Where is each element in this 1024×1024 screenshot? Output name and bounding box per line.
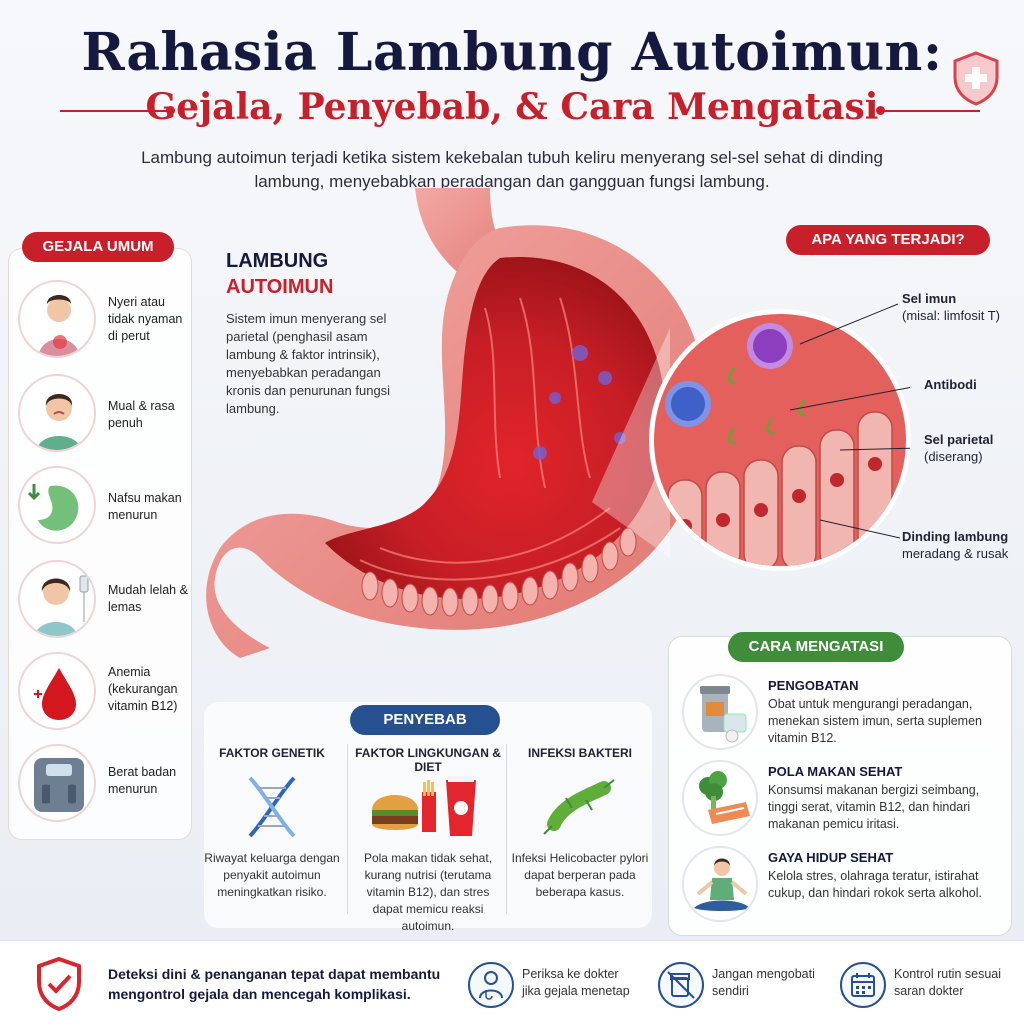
gejala-item: Mudah lelah & lemas	[18, 560, 188, 640]
doctor-icon	[468, 962, 514, 1008]
medicine-icon	[682, 674, 758, 750]
calendar-icon	[840, 962, 886, 1008]
label-sel-imun: Sel imun(misal: limfosit T)	[902, 291, 1000, 323]
dna-icon	[248, 776, 296, 838]
penyebab-divider	[347, 744, 348, 914]
gejala-item: Nyeri atau tidak nyaman di perut	[18, 280, 188, 360]
lambung-desc: Sistem imun menyerang sel parietal (peng…	[226, 311, 391, 416]
footer-item: Kontrol rutin sesuai saran dokter	[840, 962, 1020, 1010]
subtitle-line-left	[60, 110, 170, 112]
healthy-food-icon	[682, 760, 758, 836]
label-antibodi: Antibodi	[924, 377, 977, 392]
apa-heading: APA YANG TERJADI?	[786, 225, 990, 255]
check-shield-icon	[37, 956, 81, 1012]
cara-heading: CARA MENGATASI	[728, 632, 904, 662]
intro-text: Lambung autoimun terjadi ketika sistem k…	[141, 148, 883, 191]
medical-shield-icon	[953, 51, 999, 106]
subtitle-line-right	[880, 110, 980, 112]
fatigue-icon	[18, 560, 96, 638]
zoom-circle	[649, 309, 911, 571]
fast-food-icon	[372, 776, 476, 836]
cara-item: PENGOBATAN Obat untuk mengurangi peradan…	[682, 674, 1012, 754]
penyebab-infeksi: INFEKSI BAKTERI Infeksi Helicobacter pyl…	[511, 746, 649, 899]
stomach-pain-icon	[18, 280, 96, 358]
stomach-illustration	[206, 188, 707, 658]
gejala-heading: GEJALA UMUM	[22, 232, 174, 262]
callout-lines	[789, 303, 910, 539]
footer-main-text: Deteksi dini & penanganan tepat dapat me…	[108, 966, 441, 1002]
page-title: Rahasia Lambung Autoimun:	[81, 22, 943, 83]
appetite-down-icon	[18, 466, 96, 544]
gejala-item: Mual & rasa penuh	[18, 374, 188, 454]
subtitle-dot-left	[166, 106, 175, 115]
yoga-icon	[682, 846, 758, 922]
penyebab-lingkungan: FAKTOR LINGKUNGAN & DIET Pola makan tida…	[355, 746, 501, 933]
bacteria-icon	[543, 779, 615, 835]
penyebab-genetik: FAKTOR GENETIK Riwayat keluarga dengan p…	[204, 746, 340, 899]
blood-drop-icon	[18, 652, 96, 730]
page-subtitle: Gejala, Penyebab, & Cara Mengatasi	[145, 86, 879, 128]
gejala-item: Nafsu makan menurun	[18, 466, 188, 546]
scale-icon	[18, 744, 96, 822]
nausea-icon	[18, 374, 96, 452]
footer-item: Periksa ke dokter jika gejala menetap	[468, 962, 648, 1010]
no-self-medication-icon	[658, 962, 704, 1008]
cara-item: GAYA HIDUP SEHAT Kelola stres, olahraga …	[682, 846, 1012, 926]
gejala-item: Anemia (kekurangan vitamin B12)	[18, 652, 188, 732]
footer-item: Jangan mengobati sendiri	[658, 962, 828, 1010]
label-sel-parietal: Sel parietal(diserang)	[924, 432, 994, 464]
gejala-item: Berat badan menurun	[18, 744, 188, 824]
penyebab-divider	[506, 744, 507, 914]
lambung-title: LAMBUNG AUTOIMUN	[226, 250, 334, 298]
penyebab-heading: PENYEBAB	[350, 705, 500, 735]
cara-item: POLA MAKAN SEHAT Konsumsi makanan bergiz…	[682, 760, 1012, 840]
